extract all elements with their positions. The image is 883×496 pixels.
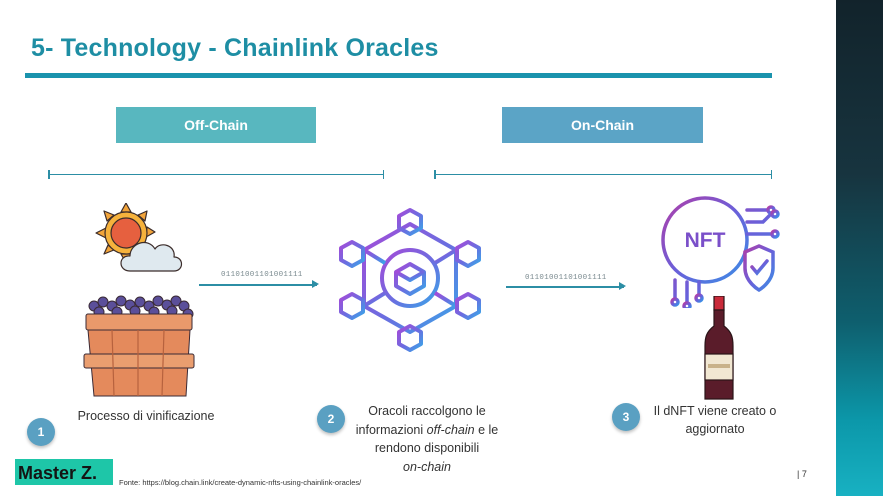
off-chain-bracket — [48, 170, 384, 182]
off-chain-label: Off-Chain — [116, 107, 316, 143]
on-chain-label: On-Chain — [502, 107, 703, 143]
grape-basket-icon — [83, 295, 195, 397]
data-flow-arrow-2 — [506, 283, 626, 289]
step-2-badge: 2 — [317, 405, 345, 433]
wine-bottle-icon — [704, 296, 734, 400]
on-chain-bracket — [434, 170, 772, 182]
oracle-network-icon — [339, 208, 481, 352]
binary-stream-left: 01101001101001111 — [221, 271, 303, 279]
page-number: | 7 — [797, 469, 807, 479]
step-2-text: Oracoli raccolgono le informazioni off-c… — [355, 404, 499, 474]
step-1-text: Processo di vinificazione — [77, 409, 215, 423]
nft-chip-label: NFT — [685, 229, 726, 252]
decorative-side-bar — [836, 0, 883, 496]
masterz-logo: Master Z. — [15, 459, 113, 485]
data-flow-arrow-1 — [199, 281, 319, 287]
step-1-badge: 1 — [27, 418, 55, 446]
nft-chip-icon: NFT — [661, 196, 780, 308]
step-3-badge: 3 — [612, 403, 640, 431]
svg-text:Master Z.: Master Z. — [18, 463, 97, 483]
source-citation: Fonte: https://blog.chain.link/create-dy… — [119, 478, 362, 487]
sun-cloud-icon — [95, 203, 183, 272]
slide-title: 5- Technology - Chainlink Oracles — [31, 34, 439, 62]
step-3-text: Il dNFT viene creato o aggiornato — [653, 404, 777, 436]
title-underline — [25, 73, 772, 78]
binary-stream-right: 01101001101001111 — [525, 274, 607, 282]
